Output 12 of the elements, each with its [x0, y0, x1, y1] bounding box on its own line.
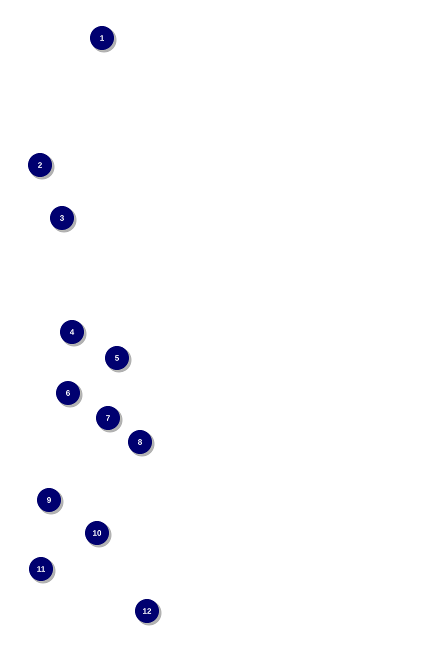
callout-number: 12 [135, 599, 162, 626]
callout-number: 8 [128, 430, 154, 456]
callout-number: 2 [28, 153, 54, 180]
callout-number: 9 [37, 488, 64, 514]
callout-number: 10 [85, 521, 112, 548]
callout-number: 6 [56, 381, 82, 408]
callout-number: 7 [96, 406, 122, 432]
callout-number: 11 [29, 557, 56, 584]
callout-number: 1 [90, 26, 116, 52]
callout-number: 4 [60, 320, 86, 346]
callout-number: 3 [50, 206, 76, 232]
callout-number: 5 [105, 346, 132, 372]
